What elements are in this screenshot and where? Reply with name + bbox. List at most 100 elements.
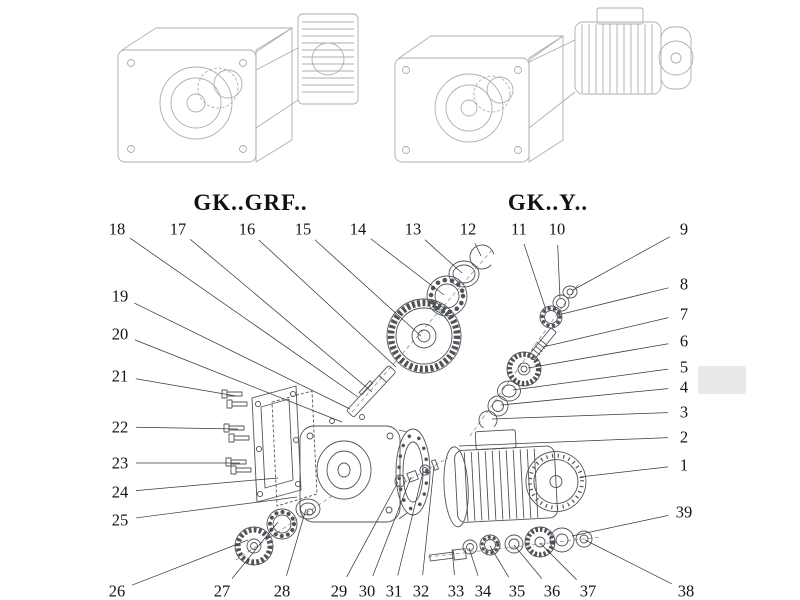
part-number-34: 34 <box>475 582 492 600</box>
leader-line-17 <box>190 239 373 393</box>
part-number-22: 22 <box>112 418 129 437</box>
seal-ring <box>497 380 521 402</box>
leader-line-6 <box>527 343 669 369</box>
part-number-17: 17 <box>170 220 187 239</box>
leader-line-33 <box>451 548 455 576</box>
part-number-37: 37 <box>580 582 597 600</box>
leader-line-12 <box>474 243 482 257</box>
leader-line-16 <box>258 239 397 368</box>
part-number-18: 18 <box>109 220 126 239</box>
part-number-20: 20 <box>112 325 129 344</box>
leader-line-9 <box>572 236 671 291</box>
variant-label-y: GK..Y.. <box>507 190 589 215</box>
leader-line-15 <box>314 239 422 337</box>
leader-line-26 <box>131 539 249 586</box>
leader-line-1 <box>579 466 669 478</box>
part-number-30: 30 <box>359 582 376 600</box>
part-number-32: 32 <box>413 582 430 600</box>
snap-ring-upper <box>469 244 495 270</box>
part-number-39: 39 <box>676 503 693 522</box>
watermark-artifact <box>698 366 746 394</box>
leader-line-19 <box>134 302 351 410</box>
leader-line-2 <box>458 437 669 447</box>
leader-line-32 <box>422 465 435 576</box>
leader-line-30 <box>372 476 412 577</box>
leader-line-3 <box>491 412 669 420</box>
part-number-19: 19 <box>112 287 129 306</box>
part-number-8: 8 <box>680 275 688 294</box>
part-number-6: 6 <box>680 332 688 351</box>
leader-line-20 <box>134 339 343 423</box>
leader-line-37 <box>539 542 577 580</box>
leader-line-24 <box>135 477 279 491</box>
part-number-28: 28 <box>274 582 291 600</box>
leader-line-10 <box>557 244 561 299</box>
part-number-7: 7 <box>680 305 688 324</box>
leader-line-25 <box>135 496 298 519</box>
leader-line-27 <box>231 521 279 579</box>
leader-line-22 <box>135 426 239 430</box>
part-number-33: 33 <box>448 582 465 600</box>
motor <box>443 429 587 528</box>
output-shaft-assembly <box>429 526 593 562</box>
mounting-flange <box>251 385 302 503</box>
large-gear <box>386 298 462 374</box>
gasket <box>271 390 318 507</box>
output-gear-set <box>234 498 321 566</box>
leader-line-34 <box>468 547 479 576</box>
leader-line-18 <box>129 237 359 398</box>
leader-line-35 <box>489 545 510 578</box>
leader-line-8 <box>557 287 669 316</box>
retainer-ring <box>552 294 570 312</box>
variant-label-grf: GK..GRF.. <box>193 190 308 215</box>
part-number-4: 4 <box>680 378 688 397</box>
part-number-3: 3 <box>680 403 688 422</box>
part-number-21: 21 <box>112 367 129 386</box>
part-number-24: 24 <box>112 483 129 502</box>
leader-line-36 <box>513 544 543 579</box>
leader-line-11 <box>523 244 547 311</box>
part-number-13: 13 <box>405 220 422 239</box>
pinion-bearing <box>539 305 563 329</box>
end-cap <box>562 285 578 299</box>
snap-ring-lower <box>478 410 498 430</box>
part-number-1: 1 <box>680 456 688 475</box>
part-number-36: 36 <box>544 582 561 600</box>
gearbox-grf-drawing <box>117 13 359 163</box>
part-number-10: 10 <box>549 220 566 239</box>
shim-ring <box>487 395 509 417</box>
motor-drawing <box>574 7 694 95</box>
bevel-gear <box>506 351 542 387</box>
part-number-23: 23 <box>112 454 129 473</box>
part-number-31: 31 <box>386 582 403 600</box>
part-number-15: 15 <box>295 220 312 239</box>
part-number-12: 12 <box>460 220 477 239</box>
leader-line-5 <box>512 368 669 391</box>
gearbox-y-drawing <box>394 7 694 163</box>
part-number-11: 11 <box>511 220 527 239</box>
part-number-2: 2 <box>680 428 688 447</box>
flange-bolts <box>221 389 252 475</box>
part-number-35: 35 <box>509 582 526 600</box>
pinion-shaft <box>528 327 557 361</box>
part-number-29: 29 <box>331 582 348 600</box>
part-number-38: 38 <box>678 582 695 600</box>
part-number-27: 27 <box>214 582 231 600</box>
part-number-25: 25 <box>112 511 129 530</box>
leader-line-14 <box>370 238 445 296</box>
leader-line-28 <box>286 508 307 576</box>
leader-line-31 <box>397 471 424 576</box>
shaft-accessories <box>394 459 440 488</box>
leader-line-21 <box>135 378 237 397</box>
part-number-16: 16 <box>239 220 256 239</box>
leader-line-13 <box>424 239 463 274</box>
leader-line-7 <box>542 317 669 348</box>
spacer-ring <box>448 260 480 288</box>
leader-line-4 <box>500 388 669 406</box>
leader-line-38 <box>584 539 672 585</box>
leader-line-29 <box>346 481 399 578</box>
part-number-5: 5 <box>680 358 688 377</box>
